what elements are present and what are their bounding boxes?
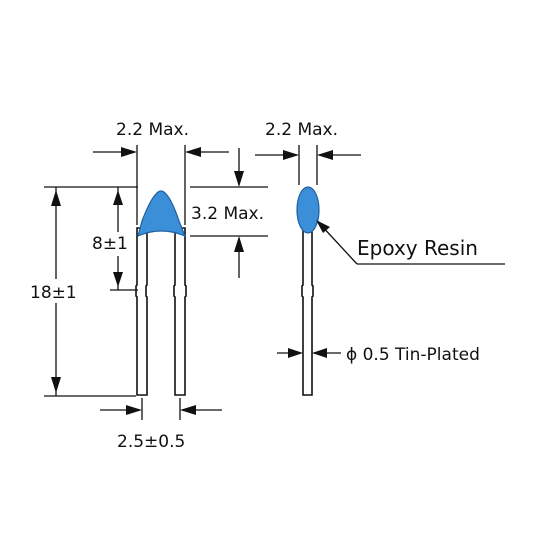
dim-pitch: 2.5±0.5: [100, 398, 222, 452]
front-view: [135, 190, 187, 396]
side-view: [296, 186, 320, 396]
pitch-label: 2.5±0.5: [117, 432, 185, 452]
lead-label: ϕ 0.5 Tin-Plated: [346, 345, 480, 365]
dim-body-length: 8±1: [92, 186, 138, 291]
dim-width-front: 2.2 Max.: [93, 120, 229, 225]
side-capacitor-body: [296, 186, 320, 234]
dim-total-length: 18±1: [30, 186, 136, 397]
callout-epoxy: Epoxy Resin: [316, 220, 505, 265]
height-label: 3.2 Max.: [191, 204, 264, 224]
width-front-label: 2.2 Max.: [116, 120, 189, 140]
front-left-lead: [135, 227, 148, 396]
body-length-label: 8±1: [92, 234, 128, 254]
dim-height: 3.2 Max.: [190, 148, 268, 278]
width-side-label: 2.2 Max.: [265, 120, 338, 140]
front-right-lead: [173, 227, 187, 396]
total-length-label: 18±1: [30, 283, 77, 303]
front-capacitor-body: [137, 190, 187, 238]
side-lead: [301, 229, 314, 396]
epoxy-label: Epoxy Resin: [357, 236, 478, 260]
callout-lead: ϕ 0.5 Tin-Plated: [277, 345, 480, 365]
dim-width-side: 2.2 Max.: [255, 120, 361, 185]
